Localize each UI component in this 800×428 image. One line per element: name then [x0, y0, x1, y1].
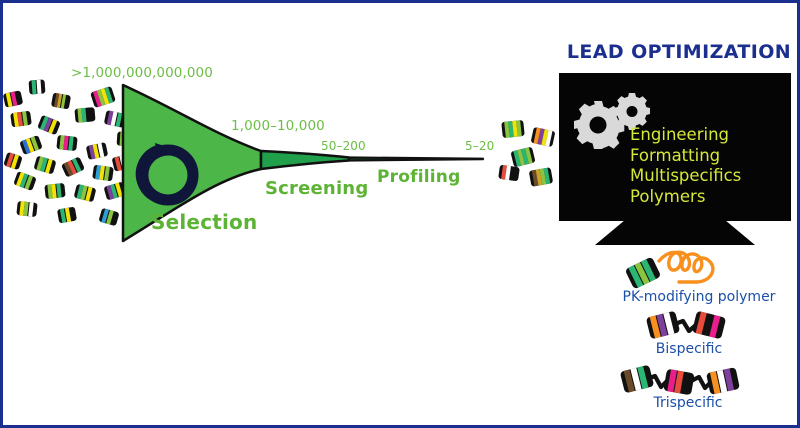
construct-label-trispecific: Trispecific: [653, 395, 723, 411]
screen-item-formatting: Formatting: [630, 145, 721, 165]
polymer-conjugate-icon: [626, 250, 715, 289]
circular-arrow-icon: [135, 143, 199, 206]
count-label-selection: >1,000,000,000,000: [71, 65, 213, 81]
page-title: LEAD OPTIMIZATION: [566, 41, 792, 63]
funnel-segment-screening: [259, 149, 351, 171]
count-label-screening: 1,000–10,000: [231, 118, 325, 134]
screen-item-multispecifics: Multispecifics: [630, 166, 742, 185]
funnel-segment-profiling: [347, 156, 485, 162]
screen-item-polymers: Polymers: [630, 186, 706, 206]
input-molecule-cloud: [3, 79, 134, 226]
construct-label-bispecific: Bispecific: [655, 341, 723, 357]
lead-optimization-list: Engineering Formatting Multispecifics Po…: [630, 125, 741, 207]
monitor-stand: [595, 221, 755, 245]
stage-label-selection: Selection: [151, 210, 258, 234]
count-label-profiling: 50–200: [321, 139, 366, 153]
count-label-output: 5–20: [465, 139, 495, 153]
stage-label-profiling: Profiling: [377, 167, 461, 187]
output-molecule-cloud: [498, 120, 555, 187]
gears-icon: [574, 93, 650, 149]
bispecific-molecule-icon: [646, 311, 726, 339]
trispecific-molecule-icon: [620, 365, 740, 395]
construct-label-pk-polymer: PK-modifying polymer: [622, 289, 776, 305]
stage-label-screening: Screening: [265, 178, 369, 199]
screen-item-engineering: Engineering: [630, 125, 729, 144]
